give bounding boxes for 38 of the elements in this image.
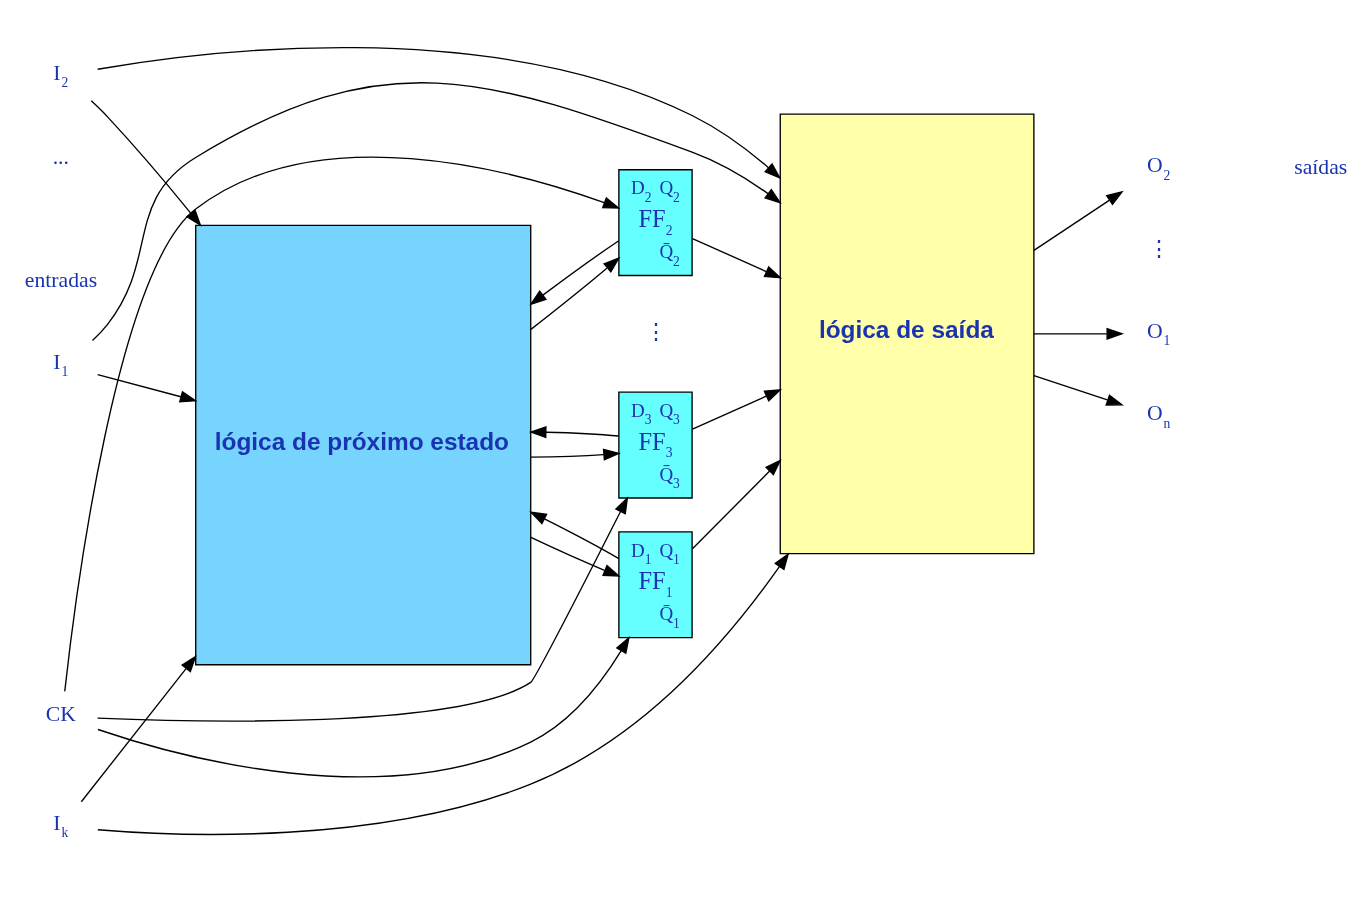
arrow bbox=[529, 240, 620, 306]
arrow bbox=[97, 635, 630, 778]
node-box: lógica de próximo estado bbox=[195, 224, 532, 666]
label: ... bbox=[52, 145, 69, 170]
arrow bbox=[90, 100, 202, 227]
node-text: I$_{1}$ bbox=[53, 349, 69, 380]
arrow bbox=[1033, 327, 1125, 341]
node-text: O$_{n}$ bbox=[1147, 401, 1171, 431]
arrow bbox=[80, 655, 197, 803]
node-text: O$_{1}$ bbox=[1147, 318, 1171, 349]
label: ⋮ bbox=[644, 320, 667, 344]
arrow bbox=[1033, 190, 1124, 252]
arrow bbox=[691, 458, 782, 550]
arrow bbox=[1033, 374, 1124, 406]
node-box: D$_{1}$ Q$_{1}$ FF$_{1}$ Q̄$_{1}$ bbox=[618, 531, 693, 639]
node-box: lógica de saída bbox=[779, 113, 1035, 555]
arrow bbox=[691, 389, 783, 430]
arrow bbox=[96, 47, 782, 180]
node-box: D$_{3}$ Q$_{3}$ FF$_{3}$ Q̄$_{3}$ bbox=[618, 391, 693, 499]
arrow bbox=[91, 82, 782, 342]
arrow bbox=[97, 552, 790, 836]
node-text: I$_{k}$ bbox=[53, 810, 69, 841]
arrow bbox=[530, 448, 621, 461]
node-text: CK bbox=[45, 702, 76, 727]
arrow bbox=[96, 496, 629, 722]
arrow bbox=[529, 511, 620, 560]
node-text: O$_{2}$ bbox=[1147, 153, 1171, 183]
arrow bbox=[97, 373, 198, 403]
node-text: I$_{2}$ bbox=[53, 60, 69, 91]
label: saídas bbox=[1294, 154, 1348, 179]
label: entradas bbox=[24, 268, 98, 293]
arrow bbox=[64, 156, 621, 693]
arrow bbox=[530, 536, 621, 577]
arrow bbox=[530, 256, 621, 331]
label: ⋮ bbox=[1147, 237, 1170, 262]
arrow bbox=[528, 426, 620, 439]
arrow bbox=[691, 237, 783, 279]
node-box: D$_{2}$ Q$_{2}$ FF$_{2}$ Q̄$_{2}$ bbox=[618, 169, 693, 277]
